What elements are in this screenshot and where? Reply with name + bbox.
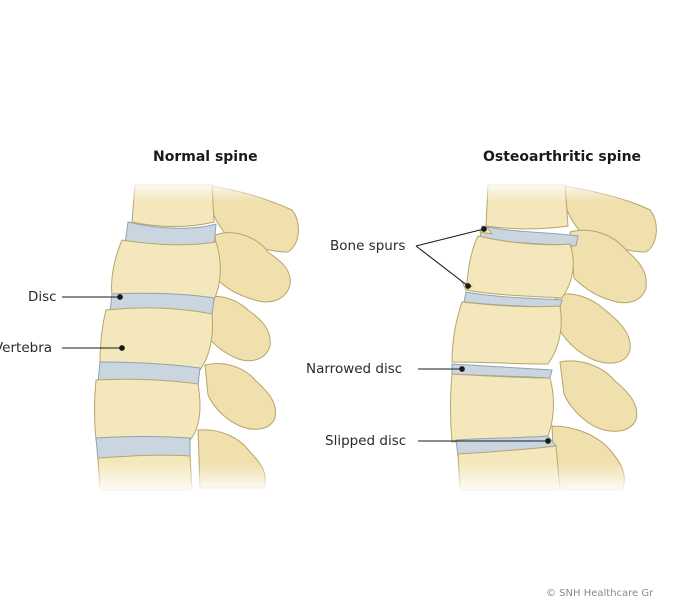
oa-posterior-processes bbox=[551, 184, 657, 491]
normal-vertebra-2 bbox=[99, 307, 213, 371]
vertebra-marker bbox=[119, 345, 125, 351]
narrowed-disc-label: Narrowed disc bbox=[306, 361, 403, 377]
disc-label: Disc bbox=[28, 289, 57, 305]
oa-vertebra-3 bbox=[450, 373, 554, 443]
oa-vertebra-1 bbox=[465, 235, 574, 299]
narrowed-disc-marker bbox=[459, 366, 465, 372]
normal-vertebra-3 bbox=[94, 378, 201, 441]
top-fade bbox=[80, 180, 680, 202]
slipped-disc-marker bbox=[545, 438, 551, 444]
bottom-fade bbox=[80, 462, 680, 494]
bone-spurs-label: Bone spurs bbox=[330, 238, 406, 254]
copyright-credit: © SNH Healthcare Gr bbox=[546, 588, 654, 599]
bone-spur-marker-lower bbox=[465, 283, 471, 289]
vertebra-label: Vertebra bbox=[0, 340, 53, 356]
oa-spine-drawing bbox=[450, 184, 657, 491]
normal-spine-title: Normal spine bbox=[153, 149, 258, 165]
oa-spine-title: Osteoarthritic spine bbox=[483, 149, 642, 165]
oa-vertebra-2 bbox=[451, 301, 562, 365]
slipped-disc-label: Slipped disc bbox=[325, 433, 407, 449]
bone-spur-marker-upper bbox=[481, 226, 487, 232]
normal-vertebra-1 bbox=[111, 239, 221, 301]
normal-spine-drawing bbox=[94, 184, 299, 491]
leader-lines bbox=[62, 226, 551, 444]
disc-marker bbox=[117, 294, 123, 300]
